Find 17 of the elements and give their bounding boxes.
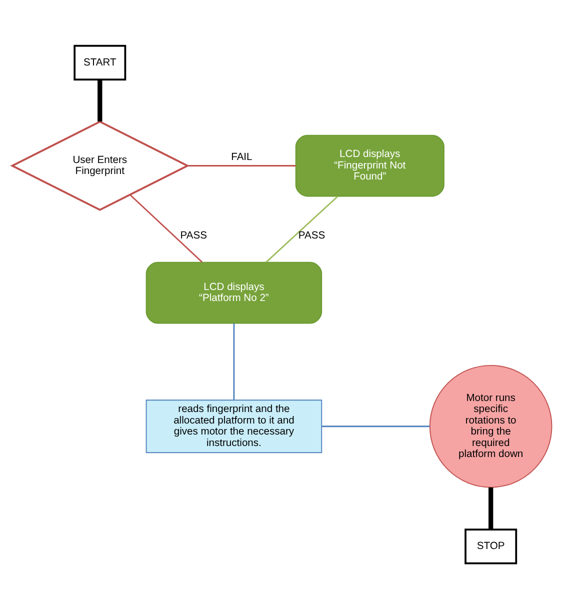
node-box: LCD displays “Platform No 2” bbox=[146, 262, 322, 324]
node-box: START bbox=[74, 44, 126, 80]
connector bbox=[233, 323, 235, 400]
connector bbox=[266, 196, 338, 263]
edge-label: PASS bbox=[180, 230, 207, 242]
node-box: STOP bbox=[464, 528, 518, 564]
edge-label: FAIL bbox=[231, 152, 252, 163]
node-circle: Motor runs specific rotations to bring the required platform down bbox=[429, 364, 552, 488]
connector bbox=[130, 194, 203, 263]
node-box: LCD displays “Fingerprint Not Found” bbox=[295, 134, 444, 197]
connector bbox=[188, 165, 296, 166]
node-box: reads fingerprint and the allocated platform to it and gives motor the necessary instructions. bbox=[146, 400, 322, 454]
connector bbox=[488, 487, 494, 530]
connector bbox=[98, 80, 102, 122]
node-diamond: User Enters Fingerprint bbox=[10, 120, 190, 211]
edge-label: PASS bbox=[298, 230, 326, 242]
connector bbox=[322, 426, 430, 428]
